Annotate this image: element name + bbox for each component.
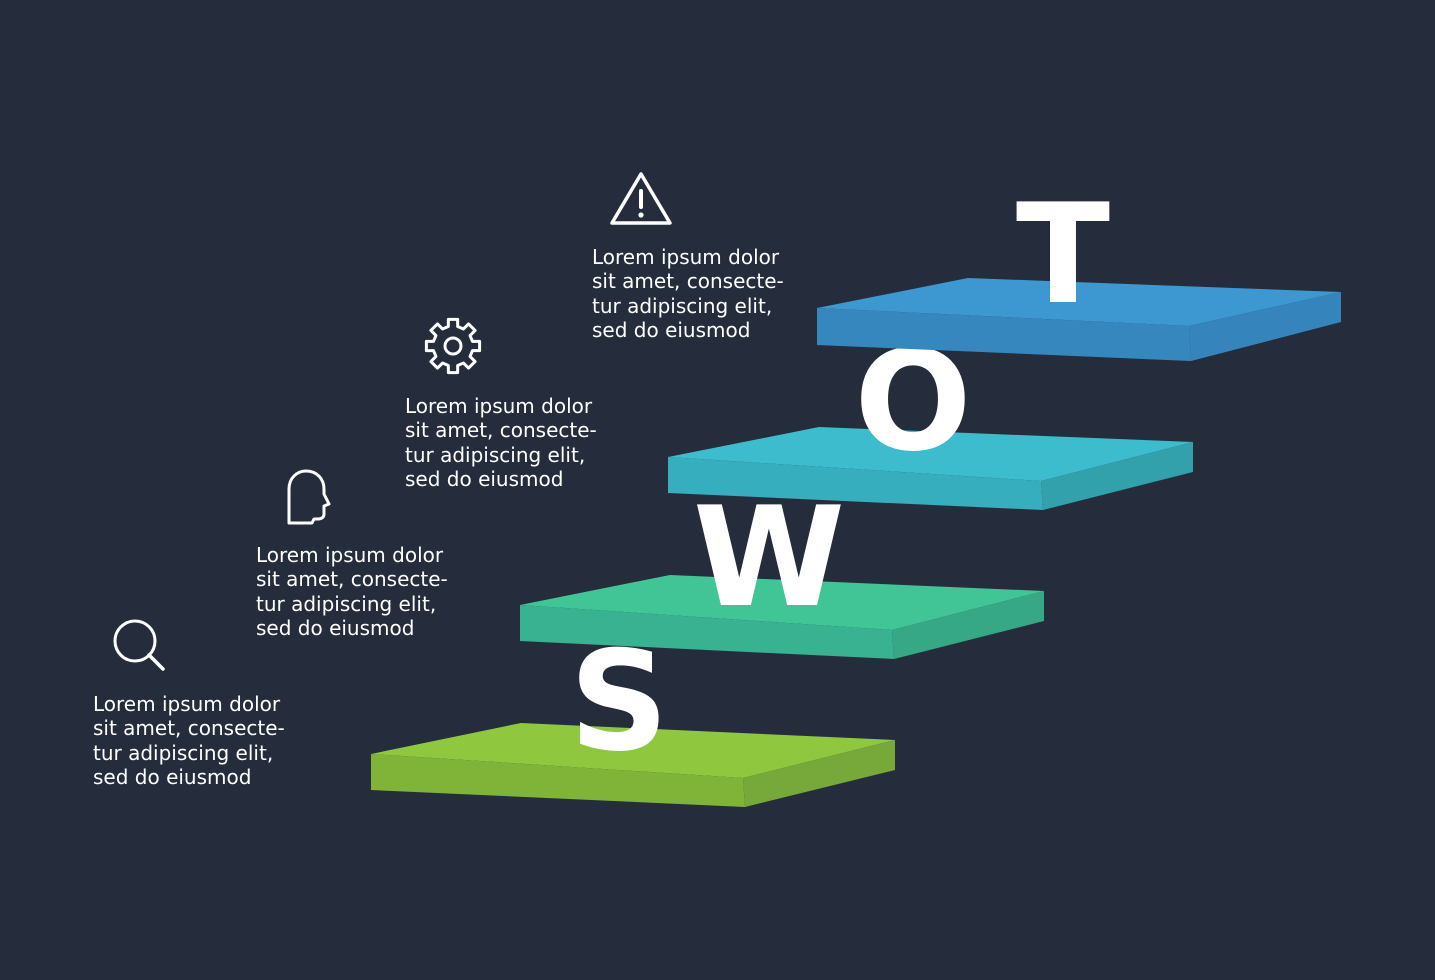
step-t-line-2: sit amet, consecte- xyxy=(592,269,784,294)
step-w-line-4: sed do eiusmod xyxy=(256,615,415,640)
step-t-line-4: sed do eiusmod xyxy=(592,317,751,342)
step-w-side xyxy=(892,591,1044,659)
step-t-letter: T xyxy=(1016,174,1110,335)
step-s-side xyxy=(743,740,895,807)
step-s-line-4: sed do eiusmod xyxy=(93,764,252,789)
step-w-description: Lorem ipsum dolor sit amet, consecte- tu… xyxy=(256,543,496,640)
step-w-line-2: sit amet, consecte- xyxy=(256,567,448,592)
step-o-line-3: tur adipiscing elit, xyxy=(405,442,586,467)
step-o-line-1: Lorem ipsum dolor xyxy=(405,394,593,418)
step-s-letter: S xyxy=(569,621,668,782)
step-w-letter: W xyxy=(693,477,845,638)
step-o-description: Lorem ipsum dolor sit amet, consecte- tu… xyxy=(405,394,645,491)
step-t-side xyxy=(1189,292,1341,361)
magnifier-icon xyxy=(113,619,165,671)
step-o-front xyxy=(668,457,1043,510)
step-o-top xyxy=(668,427,1193,481)
gear-icon xyxy=(424,317,482,375)
head-profile-icon xyxy=(287,469,331,525)
step-t: T xyxy=(817,174,1341,361)
step-t-description: Lorem ipsum dolor sit amet, consecte- tu… xyxy=(592,245,832,342)
step-s-top xyxy=(371,723,895,778)
step-t-top xyxy=(817,278,1341,326)
step-t-line-1: Lorem ipsum dolor xyxy=(592,245,780,269)
step-s-line-3: tur adipiscing elit, xyxy=(93,740,274,765)
step-w-front xyxy=(520,605,894,659)
warning-triangle-icon xyxy=(610,172,672,225)
step-s-line-2: sit amet, consecte- xyxy=(93,716,285,741)
step-w-top xyxy=(520,575,1044,630)
step-w: W xyxy=(520,477,1044,659)
step-s-line-1: Lorem ipsum dolor xyxy=(93,692,281,716)
step-o-line-4: sed do eiusmod xyxy=(405,466,564,491)
step-o-side xyxy=(1041,442,1193,510)
step-s-description: Lorem ipsum dolor sit amet, consecte- tu… xyxy=(93,692,333,789)
step-w-line-3: tur adipiscing elit, xyxy=(256,591,437,616)
step-o-line-2: sit amet, consecte- xyxy=(405,418,597,443)
step-s: S xyxy=(371,621,895,807)
step-t-line-3: tur adipiscing elit, xyxy=(592,293,773,318)
step-w-line-1: Lorem ipsum dolor xyxy=(256,543,444,567)
step-t-front xyxy=(817,308,1191,361)
step-s-front xyxy=(371,754,745,807)
